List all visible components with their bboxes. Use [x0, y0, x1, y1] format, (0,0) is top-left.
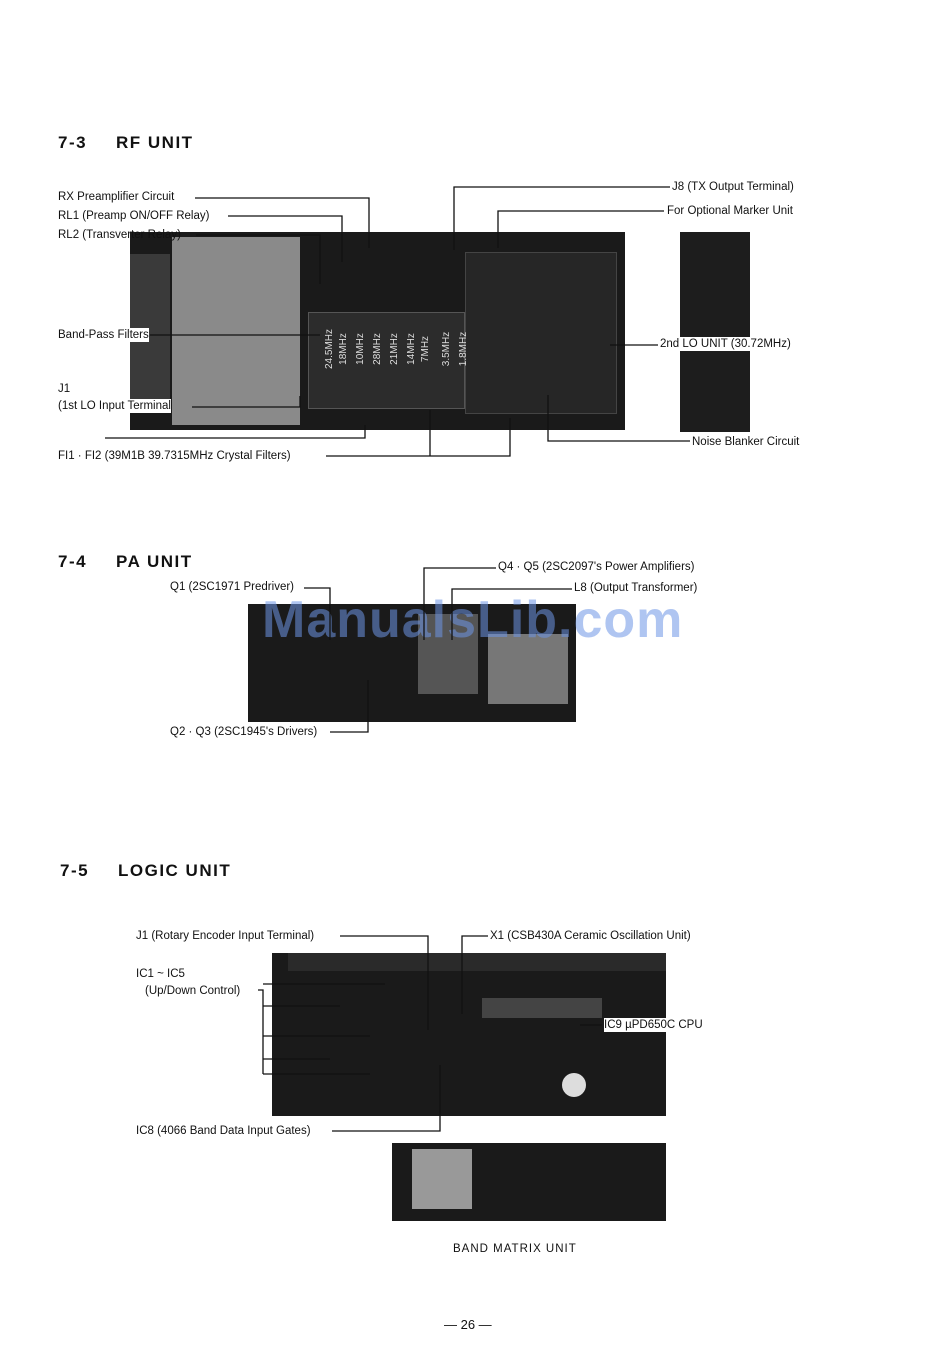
label-l8: L8 (Output Transformer) — [574, 582, 698, 594]
label-rx-preamp: RX Preamplifier Circuit — [58, 191, 175, 203]
label-j1-rotary: J1 (Rotary Encoder Input Terminal) — [136, 930, 315, 942]
label-rl1: RL1 (Preamp ON/OFF Relay) — [58, 210, 210, 222]
section-heading-logic: 7-5 LOGIC UNIT — [60, 861, 231, 881]
label-ic9: IC9 µPD650C CPU — [604, 1018, 703, 1032]
label-q4-q5: Q4 · Q5 (2SC2097's Power Amplifiers) — [498, 561, 695, 573]
filter-band-label: 18MHz — [337, 333, 349, 365]
cpu-chip — [482, 998, 602, 1018]
label-band-pass-filters: Band-Pass Filters — [58, 328, 149, 342]
band-matrix-caption: BAND MATRIX UNIT — [453, 1243, 577, 1255]
label-j1: J1 — [58, 383, 71, 395]
section-number: 7-3 — [58, 133, 88, 152]
label-ic8: IC8 (4066 Band Data Input Gates) — [136, 1125, 311, 1137]
front-panel-photo — [680, 232, 750, 432]
label-j1-desc: (1st LO Input Terminal — [58, 399, 171, 413]
label-ic1-ic5: IC1 ~ IC5 — [136, 968, 185, 980]
shield-plate — [172, 237, 300, 425]
connector-row — [288, 953, 666, 971]
lo-area — [465, 252, 617, 414]
filter-band-label: 3.5MHz — [441, 331, 453, 367]
section-heading-rf: 7-3 RF UNIT — [58, 133, 194, 153]
filter-band-label: 24.5MHz — [324, 328, 336, 370]
band-pass-filter-bank — [308, 312, 465, 409]
label-2nd-lo-unit: 2nd LO UNIT (30.72MHz) — [660, 337, 791, 351]
band-matrix-photo — [392, 1143, 666, 1221]
label-crystal-filters: FI1 · FI2 (39M1B 39.7315MHz Crystal Filt… — [58, 450, 291, 462]
diode-matrix — [412, 1149, 472, 1209]
oscillator — [562, 1073, 586, 1097]
section-title: PA UNIT — [116, 552, 193, 571]
filter-band-label: 28MHz — [371, 333, 383, 365]
section-number: 7-4 — [58, 552, 88, 571]
logic-unit-photo — [272, 953, 666, 1116]
label-rl2: RL2 (Transverter Relay) — [58, 229, 181, 241]
label-q2-q3: Q2 · Q3 (2SC1945's Drivers) — [170, 725, 318, 739]
label-marker-unit: For Optional Marker Unit — [667, 205, 793, 217]
section-title: RF UNIT — [116, 133, 194, 152]
label-up-down-control: (Up/Down Control) — [145, 985, 241, 997]
label-noise-blanker: Noise Blanker Circuit — [692, 436, 800, 448]
page-number: — 26 — — [444, 1317, 492, 1332]
filter-band-label: 7MHz — [420, 335, 432, 363]
label-j8: J8 (TX Output Terminal) — [672, 181, 794, 193]
filter-band-label: 10MHz — [354, 333, 366, 365]
section-title: LOGIC UNIT — [118, 861, 232, 880]
filter-band-label: 1.8MHz — [458, 331, 470, 367]
heatsink — [488, 634, 568, 704]
label-q1: Q1 (2SC1971 Predriver) — [170, 581, 294, 593]
section-heading-pa: 7-4 PA UNIT — [58, 552, 193, 572]
watermark: ManualsLib.com — [262, 591, 684, 649]
filter-band-label: 21MHz — [388, 333, 400, 365]
section-number: 7-5 — [60, 861, 90, 880]
filter-band-label: 14MHz — [405, 333, 417, 365]
filter-band-labels: 24.5MHz 18MHz 10MHz 28MHz 21MHz 14MHz 7M… — [310, 318, 470, 376]
label-x1: X1 (CSB430A Ceramic Oscillation Unit) — [490, 930, 691, 942]
